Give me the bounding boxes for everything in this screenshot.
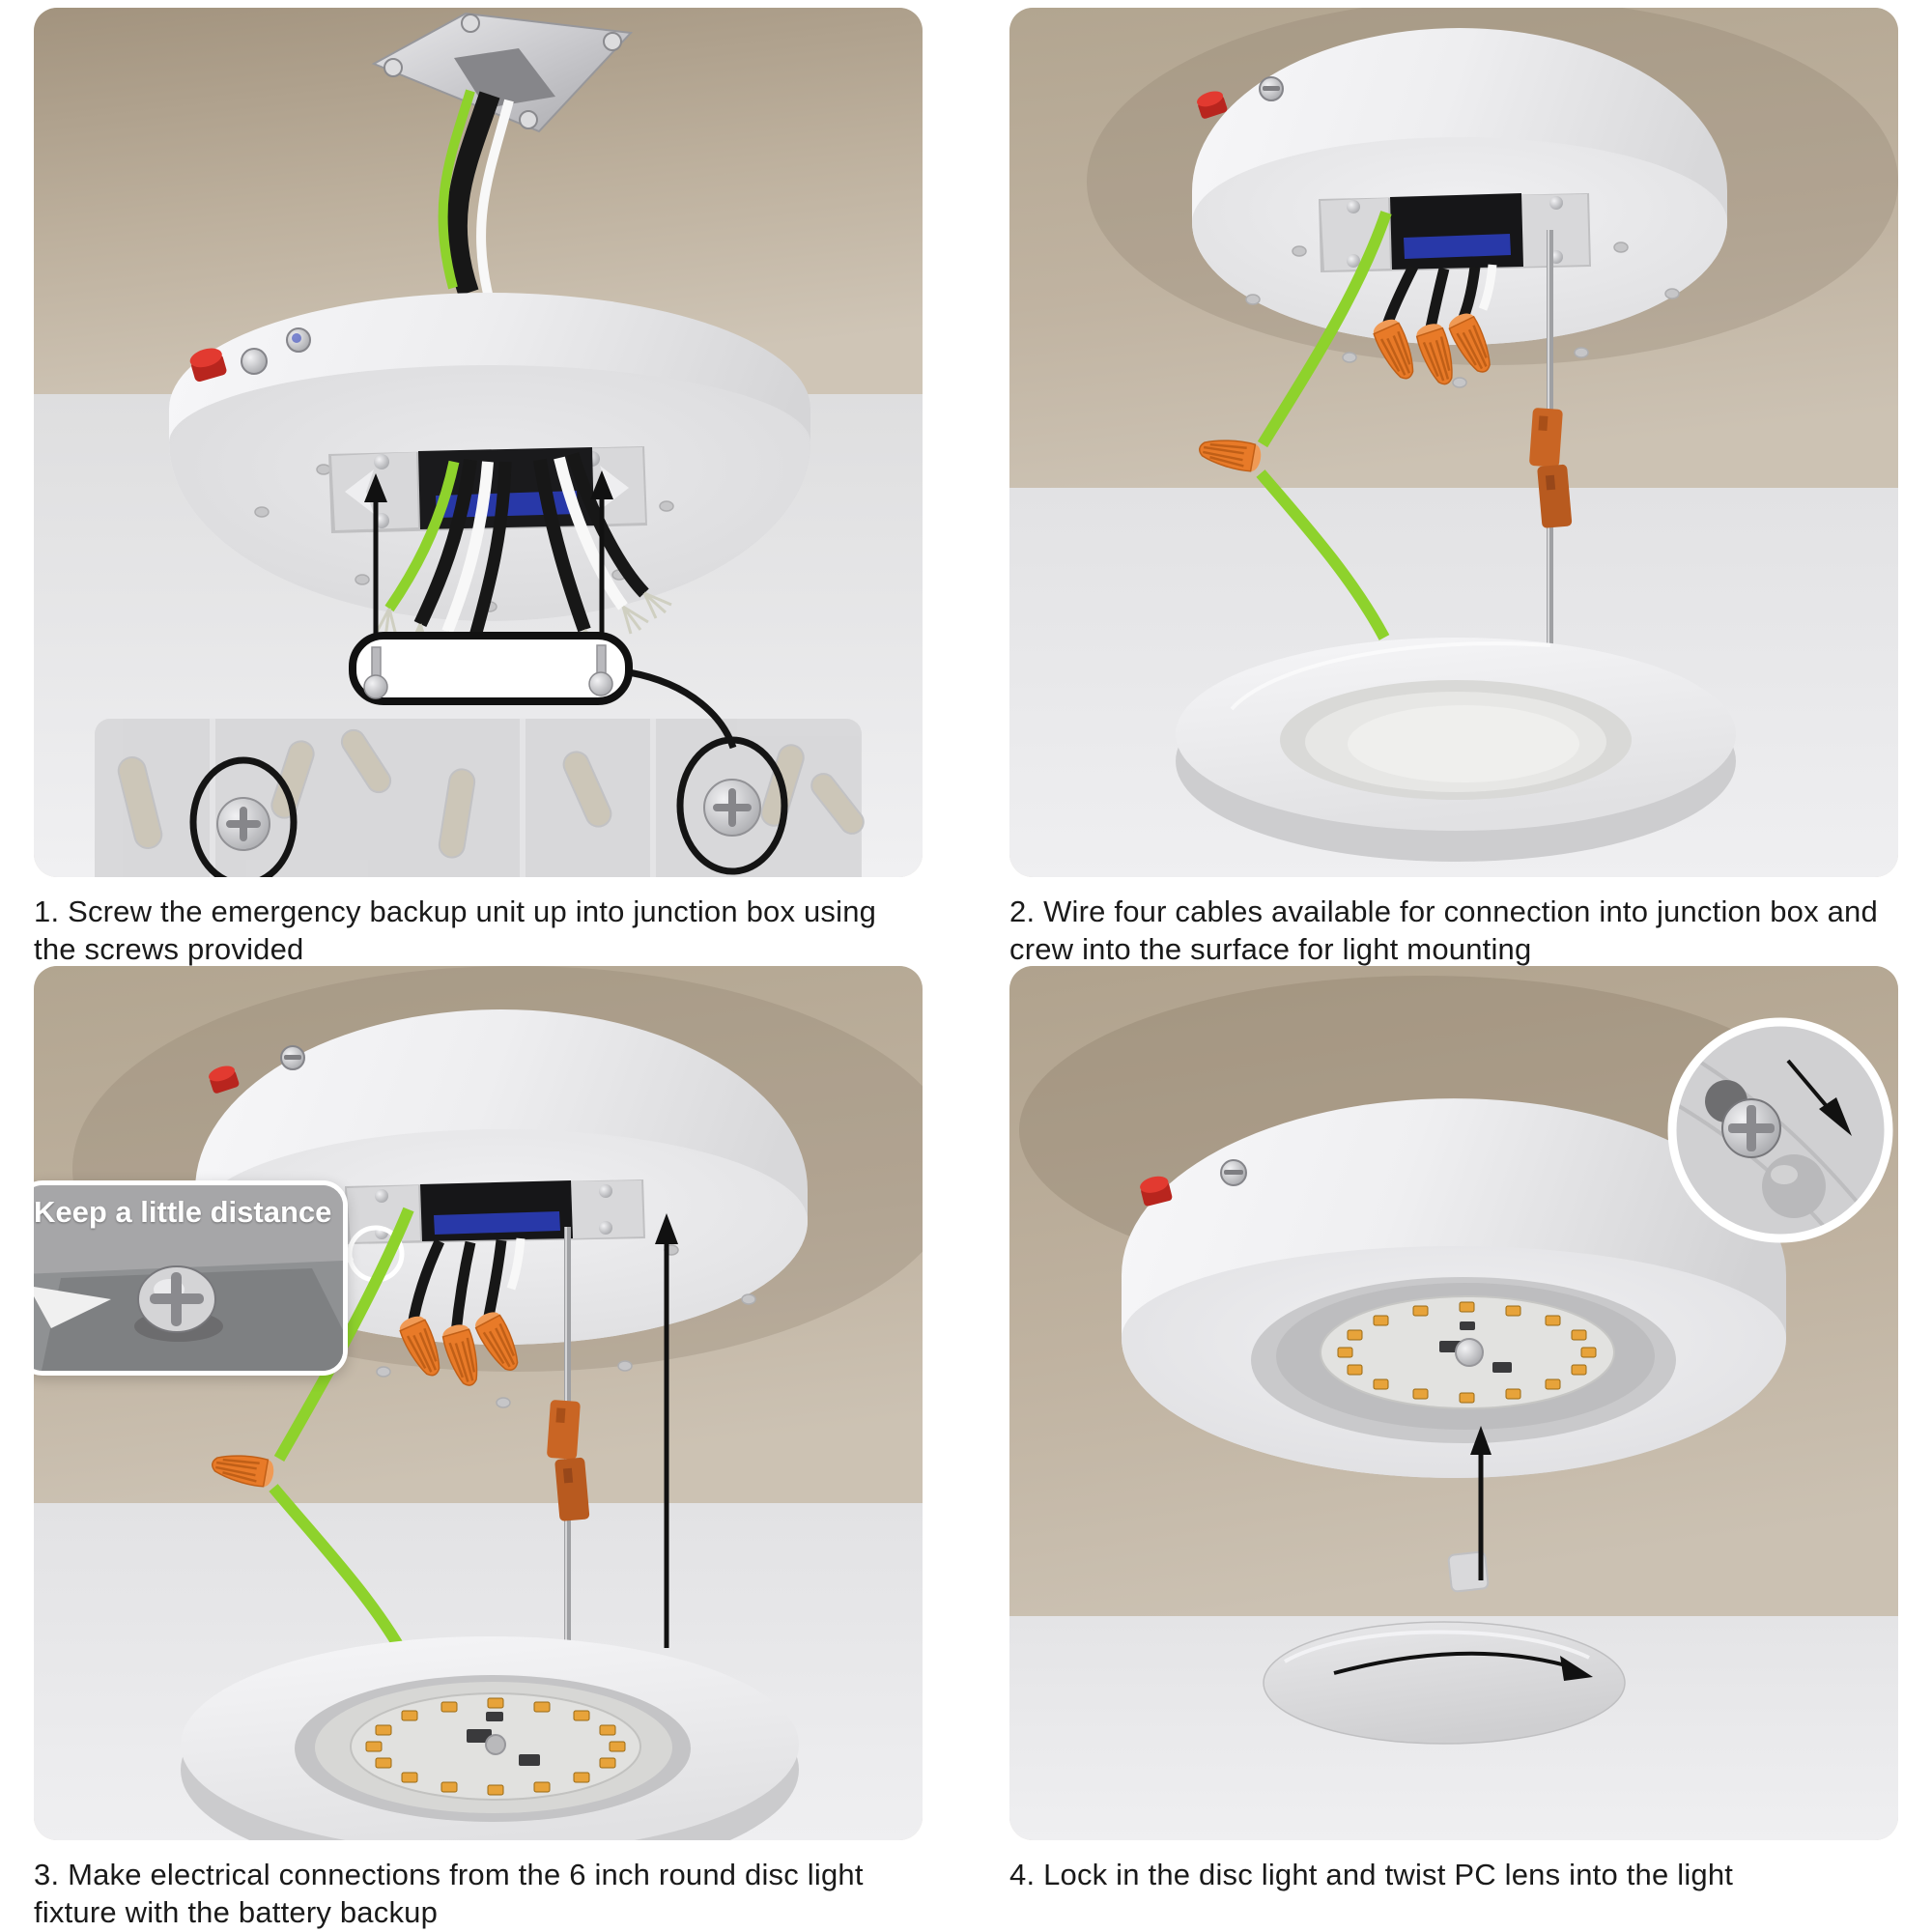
frosted-lens [1348,705,1579,782]
step-4-illustration [1009,966,1898,1840]
indicator-screw [1220,1159,1247,1186]
up-arrow-icon [364,473,387,502]
emergency-backup-unit [169,293,810,662]
screw-direction-arrows [364,470,613,638]
step-2: 2. Wire four cables available for connec… [1009,8,1898,968]
ground-wire-green [1256,469,1390,640]
plate-screw-right [703,779,761,837]
step-1: 1. Screw the emergency backup unit up in… [34,8,923,968]
step-4: 4. Lock in the disc light and twist PC l… [1009,966,1898,1893]
step-3-art [34,966,923,1840]
terminal-block [434,1211,560,1235]
screws-pill [349,632,633,705]
mounting-plate-strip [95,719,865,877]
keep-distance-callout: Keep a little distance [34,1180,348,1376]
step-2-illustration [1009,8,1898,877]
cable-connector [547,1400,590,1521]
test-button [1140,1176,1173,1207]
pointer-arrow-icon [34,1286,111,1328]
insert-arrow [1470,1426,1492,1580]
step-2-caption: 2. Wire four cables available for connec… [1009,895,1878,966]
cable-connector [1529,408,1573,528]
board-components [467,1712,540,1766]
highlight-circle-left [189,756,298,877]
backup-unit-canopy [1192,28,1727,388]
up-arrow-icon [655,1213,678,1244]
ground-wire-green [1257,211,1392,448]
mounting-screw [363,646,388,699]
board-center-screw [485,1734,506,1755]
supply-wire-bundle [438,89,514,297]
plate-screw-left [216,797,270,851]
up-arrow-icon [1470,1426,1492,1455]
callout-connector-curve [628,668,737,750]
disc-light-assembled [1122,1098,1786,1478]
indicator-screw [1259,76,1284,101]
step-3-illustration: Keep a little distance [34,966,923,1840]
indicator-screw [241,327,311,375]
step-4-art [1009,966,1898,1840]
disc-light [1176,638,1736,862]
terminal-block [1404,234,1511,259]
step-1-art [34,8,923,877]
keep-distance-label: Keep a little distance [34,1195,332,1229]
mounting-screw [588,644,613,696]
disc-light-led [181,1636,799,1840]
indicator-screw [280,1045,305,1070]
slide-arrow [1786,1059,1852,1136]
keyhole-screw [1721,1098,1781,1158]
step-4-caption: 4. Lock in the disc light and twist PC l… [1009,1858,1734,1891]
test-button [1197,91,1228,119]
wiring-opening [1319,193,1591,272]
step-1-illustration [34,8,923,877]
lens-tab [1447,1550,1490,1593]
pc-lens [1263,1550,1626,1745]
test-button [209,1065,240,1094]
distance-screw [137,1265,216,1333]
keyhole-knob [1762,1154,1826,1218]
board-center-screw [1455,1338,1484,1367]
backup-unit-canopy [195,1009,808,1408]
down-right-arrow-icon [1819,1097,1852,1136]
twist-arrow-icon [1560,1656,1593,1681]
screw-holes [1245,242,1680,388]
up-arrow-icon [590,470,613,499]
test-button [189,348,227,383]
twist-arrow [1333,1651,1593,1681]
callout-art [34,1185,343,1371]
lift-arrow [655,1213,678,1648]
step-1-caption: 1. Screw the emergency backup unit up in… [34,895,877,966]
step-2-art [1009,8,1898,877]
step-3: Keep a little distance 3. Make electrica… [34,966,923,1931]
step-3-caption: 3. Make electrical connections from the … [34,1858,864,1929]
